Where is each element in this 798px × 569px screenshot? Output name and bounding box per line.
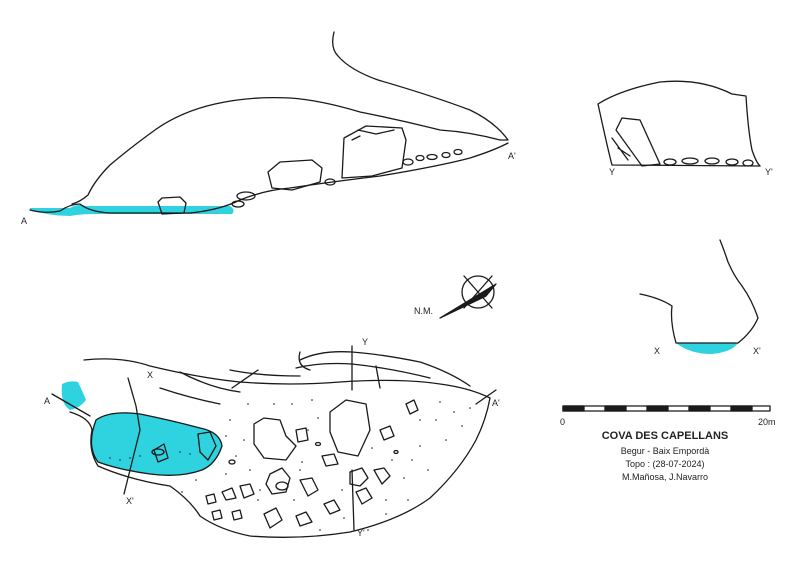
cross-section-y [597,80,761,167]
profile-boulder-4 [351,129,395,141]
label-y-plan: Y [362,337,369,347]
section-line-a-prime [475,389,497,405]
cross-section-x [639,239,759,354]
label-y-section: Y [609,167,616,177]
label-a-profile: A [21,216,28,226]
plan-boulder-2 [253,417,297,461]
section-y-block [615,117,661,167]
plan-boulder-1 [329,399,371,457]
north-arrow [439,275,497,319]
cave-title: COVA DES CAPELLANS [601,430,729,442]
section-x-outline [639,239,759,344]
survey-authors: M.Mañosa, J.Navarro [621,472,709,482]
profile-boulder-1 [157,196,187,215]
plan-view [61,351,491,538]
section-line-y [351,345,355,531]
profile-floor [29,142,509,214]
label-x-plan: X [147,370,154,380]
profile-section-a [29,31,509,216]
profile-boulder-2 [267,159,323,191]
north-arrow-needle [439,283,497,319]
scale-end-label: 20m [758,417,776,427]
scale-bar [562,405,771,412]
plan-outline-south [69,397,491,538]
section-x-water [676,343,738,354]
survey-info: COVA DES CAPELLANS Begur - Baix Empordà … [560,430,770,484]
plan-water-left [61,381,86,410]
plan-outline-north [83,358,491,399]
label-x-prime-plan: X' [126,496,134,506]
section-line-a [51,393,91,417]
profile-ceiling [71,31,509,205]
section-line-x [123,377,141,495]
profile-boulder-3 [341,125,407,179]
plan-dot-texture [109,399,471,531]
label-a-prime-plan: A' [492,398,500,408]
label-x-prime-section: X' [753,346,761,356]
label-y-prime-plan: Y' [357,528,365,538]
label-a-prime-profile: A' [508,151,516,161]
survey-date: Topo : (28-07-2024) [625,459,705,469]
plan-water-lake [90,412,223,476]
label-a-plan: A [44,396,51,406]
label-x-section: X [654,346,661,356]
plan-section-lines [51,345,497,531]
scale-start-label: 0 [560,417,566,427]
cave-location: Begur - Baix Empordà [620,446,710,456]
section-y-outline [597,80,761,167]
north-label: N.M. [414,306,433,316]
label-y-prime-section: Y' [765,167,773,177]
